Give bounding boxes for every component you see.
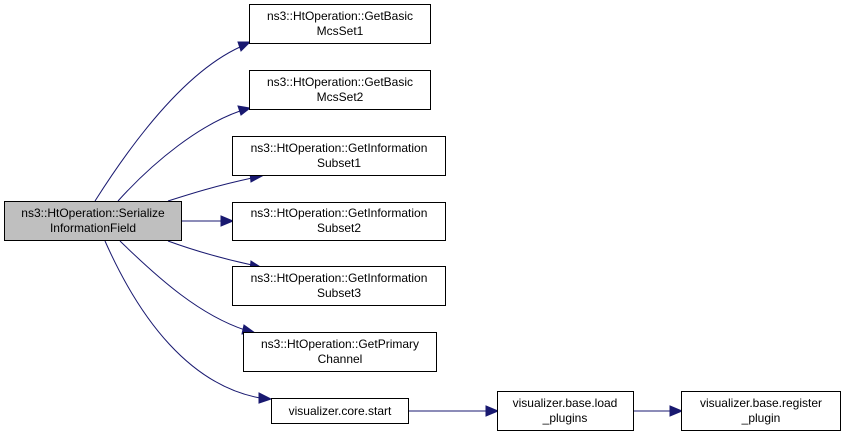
node-n5-label-line2: Subset3 (317, 286, 361, 300)
node-visualizer-core-start[interactable]: visualizer.core.start (271, 398, 409, 424)
node-n3-label-line2: Subset1 (317, 156, 361, 170)
node-n1-label-line1: ns3::HtOperation::GetBasic (267, 9, 413, 23)
node-n9-label-line2: _plugin (741, 411, 781, 425)
node-n8-box (497, 391, 634, 431)
node-n5-label-line1: ns3::HtOperation::GetInformation (251, 271, 428, 285)
node-n1-label-line2: McsSet1 (317, 24, 364, 38)
node-visualizer-base-register-plugin[interactable]: visualizer.base.register _plugin (681, 391, 841, 431)
edges (94, 41, 684, 417)
node-n6-label-line1: ns3::HtOperation::GetPrimary (261, 337, 419, 351)
node-get-basic-mcs-set1[interactable]: ns3::HtOperation::GetBasic McsSet1 (249, 4, 431, 44)
node-n7-label-line1: visualizer.core.start (289, 404, 392, 418)
node-get-basic-mcs-set2[interactable]: ns3::HtOperation::GetBasic McsSet2 (249, 70, 431, 110)
node-n5-box (232, 266, 446, 306)
edge-n7-n8 (408, 405, 500, 417)
node-n4-label-line2: Subset2 (317, 221, 361, 235)
node-n4-label-line1: ns3::HtOperation::GetInformation (251, 206, 428, 220)
node-get-information-subset2[interactable]: ns3::HtOperation::GetInformation Subset2 (232, 202, 446, 241)
node-root-label-line1: ns3::HtOperation::Serialize (21, 206, 165, 220)
node-n6-box (243, 332, 437, 372)
node-visualizer-base-load-plugins[interactable]: visualizer.base.load _plugins (497, 391, 634, 431)
node-n6-label-line2: Channel (318, 352, 363, 366)
edge-root-n1 (94, 41, 252, 202)
node-n3-label-line1: ns3::HtOperation::GetInformation (251, 141, 428, 155)
node-n8-label-line2: _plugins (542, 411, 588, 425)
node-get-information-subset1[interactable]: ns3::HtOperation::GetInformation Subset1 (232, 136, 446, 176)
node-n9-box (681, 391, 841, 431)
node-n7-box (271, 398, 409, 424)
node-get-information-subset3[interactable]: ns3::HtOperation::GetInformation Subset3 (232, 266, 446, 306)
node-root[interactable]: ns3::HtOperation::Serialize InformationF… (4, 201, 182, 241)
node-n2-label-line2: McsSet2 (317, 90, 364, 104)
edge-root-n2 (117, 105, 252, 202)
edge-root-n7 (104, 240, 273, 404)
edge-root-n3 (167, 172, 264, 202)
node-n2-label-line1: ns3::HtOperation::GetBasic (267, 75, 413, 89)
node-n9-label-line1: visualizer.base.register (700, 396, 822, 410)
edge-root-n5 (167, 240, 264, 271)
node-root-label-line2: InformationField (50, 221, 136, 235)
edge-n8-n9 (633, 405, 684, 417)
node-n8-label-line1: visualizer.base.load (513, 396, 618, 410)
node-root-box (4, 201, 182, 241)
node-get-primary-channel[interactable]: ns3::HtOperation::GetPrimary Channel (243, 332, 437, 372)
edge-root-n4 (182, 215, 235, 227)
node-n4-box (232, 202, 446, 241)
node-n1-box (249, 4, 431, 44)
edge-root-n6 (119, 240, 257, 335)
node-n2-box (249, 70, 431, 110)
node-n3-box (232, 136, 446, 176)
